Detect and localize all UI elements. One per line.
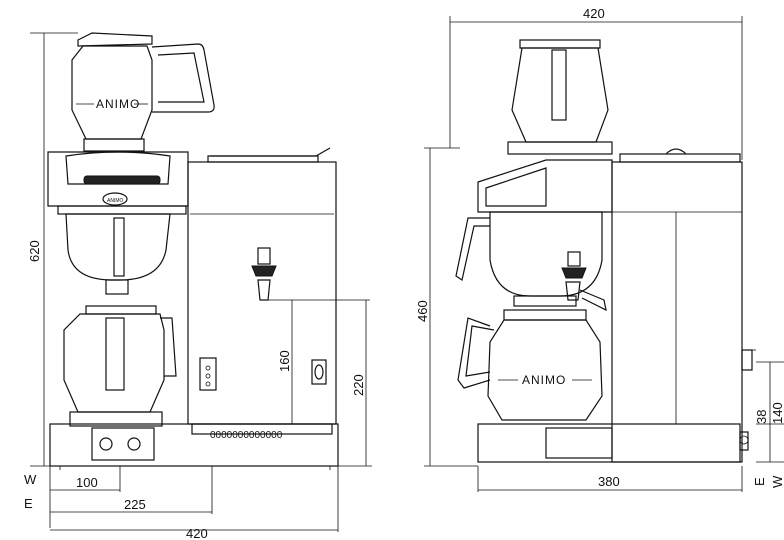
side-base (477, 349, 756, 463)
side-head (477, 159, 743, 463)
dim-380: 380 (598, 474, 620, 489)
dim-38: 38 (754, 410, 769, 424)
dim-160: 160 (277, 350, 292, 372)
side-top-dimension: 420 (449, 6, 743, 160)
dim-140: 140 (770, 402, 784, 424)
front-head-logo: ANIMO (107, 198, 124, 204)
dim-100: 100 (76, 475, 98, 490)
brewer-head: ANIMO (47, 151, 189, 215)
dim-460: 460 (415, 300, 430, 322)
side-view: 420 (415, 6, 784, 492)
side-lower-jug: ANIMO (457, 309, 603, 421)
lower-jug (63, 305, 177, 427)
side-lower-brand-label: ANIMO (522, 373, 566, 387)
front-e-label: E (24, 496, 33, 511)
front-dimensions: 620 160 220 W E 100 225 420 (24, 32, 372, 540)
front-w-label: W (24, 472, 37, 487)
filter-basket (65, 213, 171, 295)
switch-panels (199, 357, 327, 391)
front-upper-brand-label: ANIMO (96, 97, 140, 111)
dim-420-front: 420 (186, 526, 208, 540)
front-base: 0000000000000 (49, 423, 339, 470)
upper-jug: ANIMO (71, 32, 215, 152)
side-warming-plate (619, 148, 741, 163)
top-warming-plate (207, 147, 331, 163)
dim-220: 220 (351, 374, 366, 396)
side-dimensions: 460 380 38 140 E W (415, 147, 784, 492)
front-base-pattern: 0000000000000 (210, 430, 283, 441)
front-view: ANIMO ANIMO (24, 32, 372, 540)
side-w-label: W (770, 475, 784, 488)
side-filter-basket (455, 211, 603, 307)
side-tap (561, 251, 607, 312)
hot-water-tap (251, 247, 277, 301)
side-upper-jug (507, 39, 613, 155)
dim-420-side: 420 (583, 6, 605, 21)
dim-225: 225 (124, 497, 146, 512)
side-e-label: E (752, 477, 767, 486)
dim-620: 620 (27, 240, 42, 262)
